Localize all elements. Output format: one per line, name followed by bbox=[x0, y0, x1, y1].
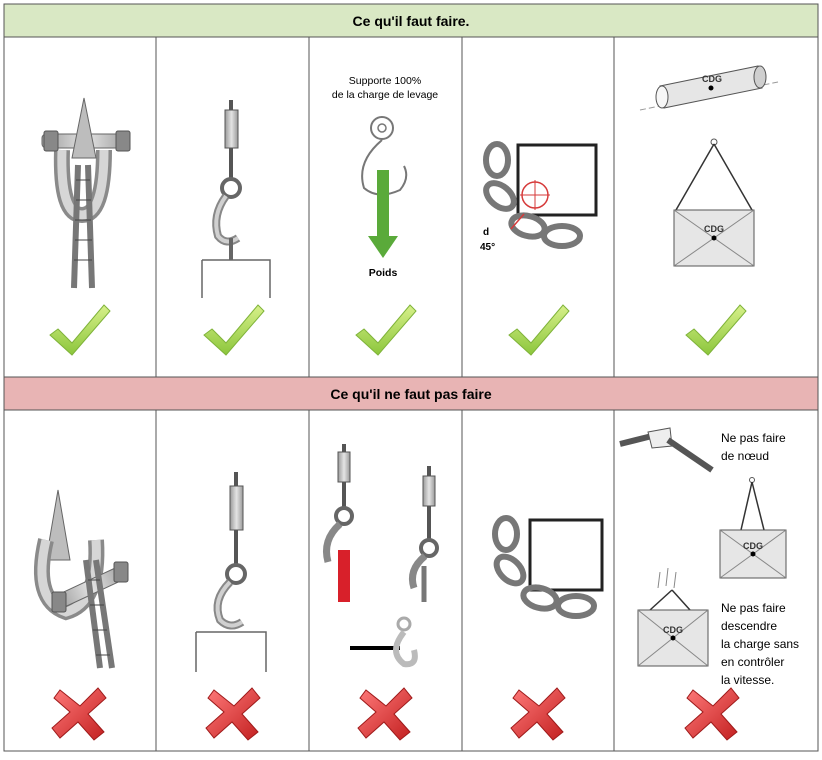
do-section-title: Ce qu'il faut faire. bbox=[353, 13, 470, 29]
cross-icon bbox=[684, 687, 740, 741]
note-knot-line2: de nœud bbox=[721, 449, 769, 463]
load-text-line2: de la charge de levage bbox=[332, 89, 438, 101]
do-cell-4-chain-corner: d 45° bbox=[480, 141, 598, 253]
cross-icon bbox=[205, 687, 261, 741]
dont-cell-2-hook bbox=[195, 472, 267, 672]
check-icon bbox=[203, 304, 265, 356]
check-icon bbox=[508, 304, 570, 356]
note-descent-line2: descendre bbox=[721, 619, 777, 633]
check-icon bbox=[355, 304, 417, 356]
dont-cell-4-chain-corner bbox=[492, 515, 604, 619]
cdg-pipe-label: CDG bbox=[702, 74, 722, 84]
do-cell-1-shackle bbox=[41, 97, 131, 289]
dont-section-title: Ce qu'il ne faut pas faire bbox=[330, 386, 491, 402]
note-knot-line1: Ne pas faire bbox=[721, 431, 786, 445]
angle-45: 45° bbox=[480, 242, 495, 253]
angle-d: d bbox=[483, 227, 489, 238]
note-descent-line4: en contrôler bbox=[721, 655, 784, 669]
table-grid bbox=[3, 36, 819, 752]
do-cell-5-cdg: CDG CDG bbox=[639, 65, 779, 267]
cross-icon bbox=[510, 687, 566, 741]
check-icon bbox=[685, 304, 747, 356]
note-descent-line3: la charge sans bbox=[721, 637, 799, 651]
dont-cell-1-shackle bbox=[33, 489, 129, 669]
cdg-bottom-label: CDG bbox=[663, 625, 683, 635]
do-header-bar bbox=[3, 3, 819, 38]
dont-cell-3-hook-misuse bbox=[323, 444, 439, 668]
do-cell-3-hook-load: Supporte 100% de la charge de levage Poi… bbox=[332, 75, 438, 279]
load-text-line1: Supporte 100% bbox=[349, 75, 421, 87]
check-icon bbox=[49, 304, 111, 356]
cdg-box-label: CDG bbox=[704, 224, 724, 234]
note-descent-line5: la vitesse. bbox=[721, 673, 774, 687]
dont-cell-5-knot-descent: Ne pas faire de nœud CDG CDG Ne pas fair… bbox=[619, 427, 799, 687]
cross-icon bbox=[51, 687, 107, 741]
weight-label: Poids bbox=[369, 267, 398, 279]
do-cell-2-hook bbox=[201, 100, 271, 298]
cdg-top-label: CDG bbox=[743, 541, 763, 551]
note-descent-line1: Ne pas faire bbox=[721, 601, 786, 615]
dont-header-bar bbox=[3, 376, 819, 411]
cross-icon bbox=[357, 687, 413, 741]
